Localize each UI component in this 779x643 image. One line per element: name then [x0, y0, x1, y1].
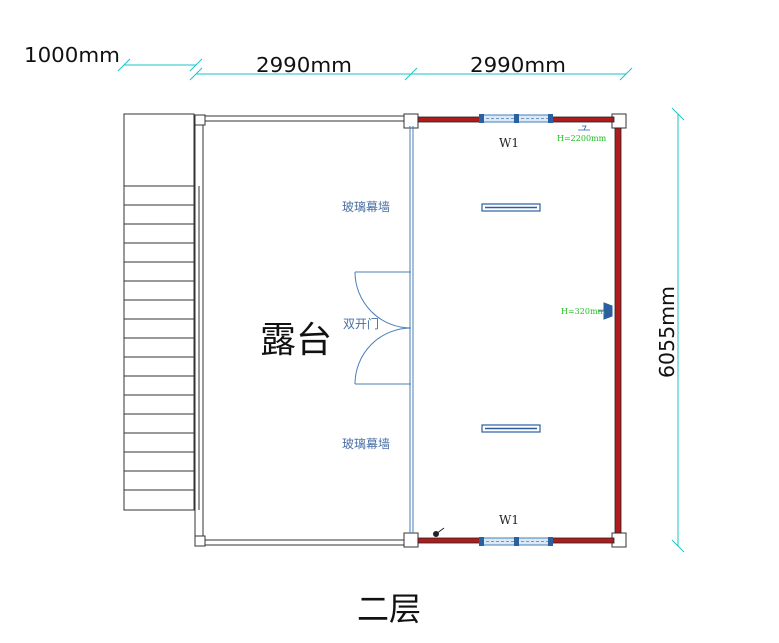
ceiling-light-bottom — [481, 424, 541, 433]
container-walls — [417, 116, 622, 544]
window-w1-bottom — [479, 537, 553, 546]
window-label-bottom: W1 — [499, 513, 519, 527]
ac-height-label-right: H=320mm — [561, 307, 606, 316]
glass-wall-label-top: 玻璃幕墙 — [342, 200, 390, 214]
ac-height-label-top: H=2200mm — [557, 134, 607, 143]
terrace-frame — [194, 115, 412, 546]
double-door-label: 双开门 — [343, 316, 379, 331]
dim-top-right: 2990mm — [470, 53, 566, 77]
terrace-label: 露台 — [260, 320, 332, 361]
dim-top-mid: 2990mm — [256, 53, 352, 77]
window-label-top: W1 — [499, 136, 519, 150]
staircase — [123, 113, 204, 511]
ac-outlet-icon — [598, 302, 613, 320]
double-door — [354, 271, 412, 385]
dimension-lines — [117, 58, 685, 553]
window-w1-top — [479, 114, 553, 123]
floor-caption: 二层 — [357, 590, 421, 628]
ceiling-light-top — [481, 203, 541, 212]
glass-wall-label-bottom: 玻璃幕墙 — [342, 437, 390, 451]
glass-curtain-wall — [409, 126, 414, 533]
dim-top-left: 1000mm — [24, 43, 120, 67]
socket-top-icon — [578, 125, 590, 131]
switch-icon — [433, 527, 445, 537]
dim-right-height: 6055mm — [655, 286, 679, 378]
corner-posts — [194, 113, 627, 548]
